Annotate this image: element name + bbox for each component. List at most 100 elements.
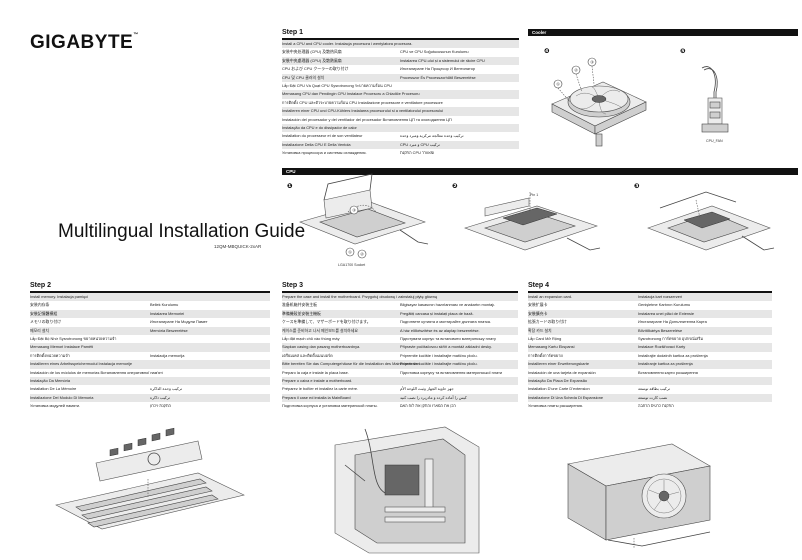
language-row-text-alt: Připravte počítačovou skříň a montáž zák…: [400, 344, 492, 350]
language-row: Installeren einer CPU und CPU-Kühlers In…: [282, 107, 519, 116]
language-row-text-alt: كيس را آماده كرده و مادربرد را نصب كنيد: [400, 394, 467, 400]
language-row-text: Memasang Memori Instalace Paměti: [30, 344, 94, 350]
socket-label: LGA1700 Socket: [338, 263, 366, 267]
language-row: การติดตั้ง CPU และตัวระบายความร้อน CPU I…: [282, 99, 519, 107]
language-row-text: Install an expansion card.: [528, 294, 573, 299]
language-row-text: 準備機殼並安裝主機板: [282, 310, 321, 316]
language-row: Instalación de una tarjeta de expansión В…: [528, 369, 772, 377]
language-row-text-alt: Встановлення карти розширення: [638, 369, 698, 375]
language-row: Install memory. Instalacja pamięci: [30, 293, 270, 302]
language-row: Prepare the case and install the motherb…: [282, 293, 518, 302]
language-row-text: Instalación de una tarjeta de expansión: [528, 369, 596, 375]
language-row-text: CPU および CPU クーラーの取り付け: [282, 66, 349, 72]
language-row-text: 安裝記憶體模組: [30, 310, 58, 316]
language-row: 安装扩展卡 Genişletme Kartının Kurulumu: [528, 301, 772, 309]
language-row-text: Prepara il case ed installa la MainBoard: [282, 394, 351, 400]
figure-number-4: ❹: [544, 48, 550, 55]
language-row-text-alt: Instalacija memorija: [150, 352, 185, 358]
language-row: Prepara il case ed installa la MainBoard…: [282, 393, 518, 403]
language-row-text: Подготовка корпуса и установка материнск…: [282, 403, 378, 409]
step3-language-table: Prepare the case and install the motherb…: [282, 293, 518, 413]
language-row: Memasang Memori Instalace Paměti: [30, 343, 270, 352]
language-row: Siapkan casing dan pasang motherboardnya…: [282, 343, 518, 352]
language-row-text: Instalação Da Placa De Expansão: [528, 378, 588, 383]
language-row-text-alt: Instalirajte dodatnih kartica za prošire…: [638, 352, 708, 358]
language-row-text-alt: Инсталиране На Модули Памет: [150, 319, 208, 325]
language-row: Установка процессора и системы охлаждени…: [282, 149, 519, 157]
language-row-text-alt: Подгответе кутията и монтирайте дънната …: [400, 319, 492, 325]
language-row-text: 메모리 설치: [30, 327, 49, 333]
language-row-text: Installazione Della CPU E Della Ventola: [282, 141, 351, 147]
pin1-label: Pin 1: [530, 193, 539, 197]
model-code: 12QM-MBQUICK-2xAR: [214, 244, 262, 249]
memory-install-illustration: [55, 427, 245, 530]
case-motherboard-illustration: [334, 426, 480, 554]
expansion-card-illustration: [567, 443, 711, 548]
language-row-text-alt: Bellek Kurulumu: [150, 302, 179, 308]
language-row-text: Установка платы расширения.: [528, 403, 583, 409]
language-row-text: Installieren einer Erweiterungskarte: [528, 361, 589, 367]
language-row-text: 安裝擴充卡: [528, 310, 548, 316]
language-row-text: Instalação Da Memória: [30, 378, 71, 383]
step4-title: Step 4: [528, 282, 550, 289]
cpu-fan-header-illustration: [701, 66, 729, 133]
language-row: Instalação da CPU e do dissipador de cal…: [282, 124, 519, 133]
cpu-cooler-illustration: ① ② ③: [551, 57, 647, 147]
language-row: Подготовка корпуса и установка материнск…: [282, 402, 518, 410]
language-row: CPU および CPU クーラーの取り付け Инсталиране На Проц…: [282, 65, 519, 73]
language-row-text: 安裝中央處理器 (CPU) 及散熱風扇: [282, 57, 342, 63]
language-row: Lắp Đặt Bộ Nhớ Sysrotronong ขยายหน่วยควา…: [30, 335, 270, 343]
language-row: Lắp Đặt CPU Và Quạt CPU Sysrotronong ระบ…: [282, 82, 519, 90]
language-row-text: Installation D'une Carte D'extension: [528, 386, 590, 392]
language-row-text-alt: Genişletme Kartının Kurulumu: [638, 302, 691, 308]
language-row-text-alt: התקנת כרטיס הרחבה: [638, 403, 674, 409]
language-row-text: Lắp Card Mở Rộng: [528, 336, 562, 341]
language-row: Instalação Da Memória: [30, 377, 270, 386]
language-row-text: Installieren eines Arbeitsspeichermodul …: [30, 361, 133, 367]
language-row-text: Instalación del procesador y del ventila…: [282, 116, 452, 122]
language-row-text-alt: Instalacja kart rozszerzeń: [638, 294, 683, 299]
language-row-text-alt: تركيب بطاقة توسعة: [638, 386, 670, 392]
language-row-text: Installation du processeur et de son ven…: [282, 133, 363, 139]
language-row-text-alt: Memória Beszerelése: [150, 327, 188, 333]
language-row: Instalación de los módulos de memorias В…: [30, 369, 270, 377]
language-row-text-alt: CPU و مبرد CPU تركيب: [400, 141, 440, 147]
step1-divider: [282, 38, 519, 40]
language-row-text: ケースを準備して、マザーボードを取り付けます。: [282, 319, 371, 325]
language-row-text: Lắp Đặt Bộ Nhớ Sysrotronong ขยายหน่วยควา…: [30, 336, 117, 341]
language-row-text: CPU 및 CPU 쿨러의 설치: [282, 74, 325, 80]
language-row: Installazione Di Una Scheda Di Espansion…: [528, 393, 772, 403]
language-row-text-alt: A ház előkészítése és az alaplap beszere…: [400, 327, 480, 333]
language-row: 安装中央处理器 (CPU) 及散热风扇 CPU ve CPU Soğutucusu…: [282, 48, 519, 56]
language-row-text: Установка модулей памяти.: [30, 403, 81, 409]
language-row-text-alt: Инсталиране На Процесор И Вентилатор: [400, 66, 476, 72]
language-row: Preparo la caja e instale la placa base.…: [282, 369, 518, 377]
language-row-text: 准备机箱并安装主板: [282, 302, 318, 308]
language-row-text: 拡張カードの取り付け: [528, 319, 567, 325]
language-row-text: การติดตั้ง CPU และตัวระบายความร้อน CPU I…: [282, 99, 443, 105]
svg-text:①: ①: [348, 250, 352, 255]
step3-title: Step 3: [282, 282, 304, 289]
language-row-text: Memasang Kartu Ekspansi: [528, 344, 575, 350]
language-row: Installation du processeur et de son ven…: [282, 132, 519, 140]
language-row-text: 安装扩展卡: [528, 302, 548, 308]
language-row-text-alt: Инсталиране На Допълнителна Карта: [638, 319, 707, 325]
figure-number-2: ❷: [452, 183, 458, 190]
language-row-text: Préparez le boîtier et installez la cart…: [282, 386, 359, 392]
language-row-text: 安装中央处理器 (CPU) 及散热风扇: [282, 49, 342, 55]
language-row-text-alt: CPU ve CPU Soğutucusunun Kurulumu: [400, 49, 469, 55]
gigabyte-logo: GIGABYTE™: [30, 32, 139, 53]
language-row: Installazione Della CPU E Della Ventola C…: [282, 140, 519, 150]
language-row-text: เตรียมเคส และติดตั้งเมนบอร์ด: [282, 352, 333, 358]
step3-divider: [282, 291, 518, 293]
callout-1: ①: [556, 82, 560, 87]
